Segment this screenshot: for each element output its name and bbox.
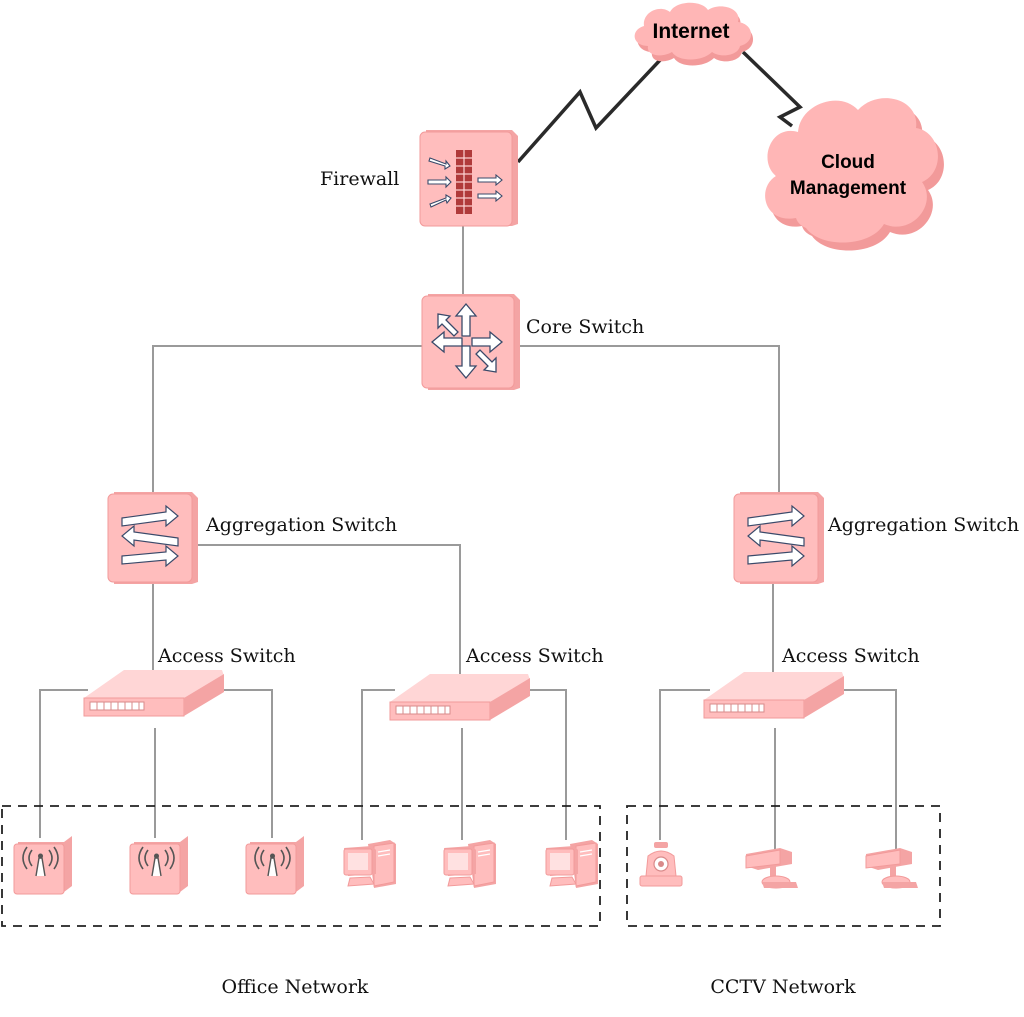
workstation-icon [443, 839, 497, 889]
access-switch-3-label: Access Switch [781, 645, 920, 667]
network-links [39, 50, 897, 852]
link-core-agg-office [152, 345, 424, 500]
wireless-ap-icon [129, 835, 189, 895]
access-switch-2-icon [389, 674, 530, 721]
dome-camera-icon [639, 841, 683, 887]
aggregation-switch-cctv-label: Aggregation Switch [827, 514, 1019, 536]
internet-label: Internet [652, 20, 729, 43]
wan-link-firewall-internet [516, 56, 664, 164]
bullet-camera-icon [745, 847, 799, 889]
core-switch-label: Core Switch [526, 316, 644, 338]
link-access2-pc3 [528, 689, 567, 840]
cctv-network-group [626, 805, 941, 927]
link-access1-ap1 [39, 689, 88, 838]
wan-link-internet-cloud [741, 50, 803, 128]
core-switch-icon [421, 294, 520, 390]
access-switch-1-label: Access Switch [157, 645, 296, 667]
office-network-label: Office Network [222, 976, 369, 998]
link-core-agg-cctv [516, 345, 780, 500]
workstation-icon [343, 839, 397, 889]
link-access3-cam1 [659, 689, 710, 840]
link-agg-access-2 [198, 544, 461, 690]
link-access2-pc1 [361, 689, 395, 840]
firewall-icon [419, 130, 518, 227]
aggregation-switch-cctv-icon [733, 492, 824, 584]
aggregation-switch-office-icon [107, 492, 198, 584]
access-switch-1-icon [83, 670, 224, 717]
link-access1-ap3 [218, 689, 273, 838]
link-access3-cam3 [840, 689, 897, 852]
cloud-management: Cloud Management [765, 98, 944, 251]
bullet-camera-icon [865, 847, 919, 889]
office-network-group [1, 805, 601, 927]
internet-cloud: Internet [634, 2, 754, 66]
access-switch-2-label: Access Switch [465, 645, 604, 667]
workstation-icon [545, 839, 599, 889]
aggregation-switch-office-label: Aggregation Switch [205, 514, 397, 536]
firewall-label: Firewall [320, 168, 399, 190]
wireless-ap-icon [245, 835, 305, 895]
access-switch-3-icon [703, 672, 844, 719]
cloud-management-label-line2: Management [790, 178, 907, 199]
cctv-network-label: CCTV Network [710, 976, 856, 998]
wireless-ap-icon [13, 835, 73, 895]
cloud-management-label-line1: Cloud [821, 152, 875, 173]
